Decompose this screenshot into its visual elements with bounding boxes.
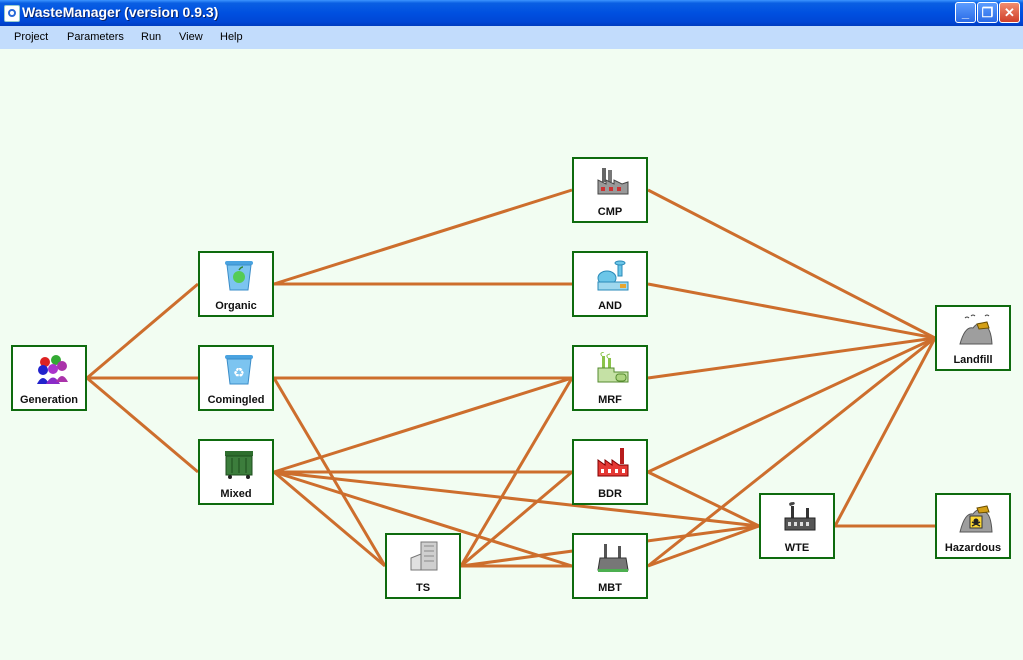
edge-mbt-wte	[647, 524, 760, 568]
node-hazardous[interactable]: Hazardous	[935, 493, 1011, 559]
restore-button[interactable]: ❐	[977, 2, 998, 23]
node-and[interactable]: AND	[572, 251, 648, 317]
minimize-button[interactable]: _	[955, 2, 976, 23]
node-ts[interactable]: TS	[385, 533, 461, 599]
node-mbt[interactable]: MBT	[572, 533, 648, 599]
node-wte[interactable]: WTE	[759, 493, 835, 559]
dumpster-icon	[225, 451, 253, 479]
close-button[interactable]: ✕	[999, 2, 1020, 23]
edge-cmp-landfill	[647, 188, 936, 340]
node-label: Hazardous	[944, 542, 1002, 554]
red-factory-icon	[597, 448, 629, 477]
edge-mbt-landfill	[647, 336, 936, 568]
flow-canvas: Generation Organic ♻ Comingled Mixed	[0, 49, 1023, 660]
node-label: Landfill	[953, 354, 993, 366]
node-label: MRF	[598, 394, 622, 406]
menu-run[interactable]: Run	[141, 31, 162, 43]
edge-ts-bdr	[460, 470, 573, 568]
people-icon	[37, 355, 68, 384]
edge-organic-cmp	[273, 188, 573, 286]
menu-view[interactable]: View	[179, 31, 203, 43]
menu-bar: Project Parameters Run View Help	[0, 26, 1023, 49]
edge-generation-mixed	[86, 376, 199, 474]
edge-layer	[86, 188, 937, 568]
title-bar: WasteManager (version 0.9.3) _ ❐ ✕	[0, 0, 1023, 26]
node-label: Comingled	[207, 394, 265, 406]
menu-parameters[interactable]: Parameters	[67, 31, 124, 43]
incinerator-icon	[784, 502, 816, 531]
node-comingled[interactable]: ♻ Comingled	[198, 345, 274, 411]
hazardous-landfill-icon	[959, 505, 993, 533]
recycling-facility-icon	[597, 352, 629, 383]
node-cmp[interactable]: CMP	[572, 157, 648, 223]
edge-ts-mrf	[459, 377, 574, 567]
node-label: BDR	[598, 488, 622, 500]
transfer-station-icon	[410, 541, 438, 571]
node-label: AND	[598, 300, 622, 312]
node-label: TS	[415, 582, 431, 594]
edge-wte-landfill	[833, 337, 937, 527]
treatment-plant-icon	[597, 544, 629, 572]
edge-and-landfill	[647, 282, 936, 340]
node-label: WTE	[784, 542, 810, 554]
node-label: Generation	[19, 394, 79, 406]
node-mixed[interactable]: Mixed	[198, 439, 274, 505]
node-organic[interactable]: Organic	[198, 251, 274, 317]
node-label: MBT	[598, 582, 622, 594]
node-label: Mixed	[220, 488, 252, 500]
svg-text:♻: ♻	[233, 366, 245, 381]
menu-help[interactable]: Help	[220, 31, 243, 43]
landfill-icon	[959, 314, 993, 345]
node-label: Organic	[215, 300, 257, 312]
edge-bdr-landfill	[647, 336, 936, 474]
menu-project[interactable]: Project	[14, 31, 49, 43]
node-generation[interactable]: Generation	[11, 345, 87, 411]
edge-mixed-ts	[273, 470, 386, 568]
app-icon	[4, 5, 20, 22]
organic-bin-icon	[225, 261, 253, 291]
factory-icon	[597, 168, 629, 195]
edge-mrf-landfill	[647, 336, 936, 380]
node-label: CMP	[597, 206, 623, 218]
window-title: WasteManager (version 0.9.3)	[22, 4, 219, 20]
edge-mixed-mrf	[273, 376, 573, 474]
edge-bdr-wte	[647, 470, 760, 528]
edge-mixed-mbt	[273, 470, 573, 568]
digester-plant-icon	[597, 260, 629, 291]
node-bdr[interactable]: BDR	[572, 439, 648, 505]
node-mrf[interactable]: MRF	[572, 345, 648, 411]
node-landfill[interactable]: Landfill	[935, 305, 1011, 371]
edge-mixed-wte	[273, 470, 760, 528]
edge-generation-organic	[86, 282, 199, 380]
recycle-bin-icon: ♻	[225, 355, 253, 385]
